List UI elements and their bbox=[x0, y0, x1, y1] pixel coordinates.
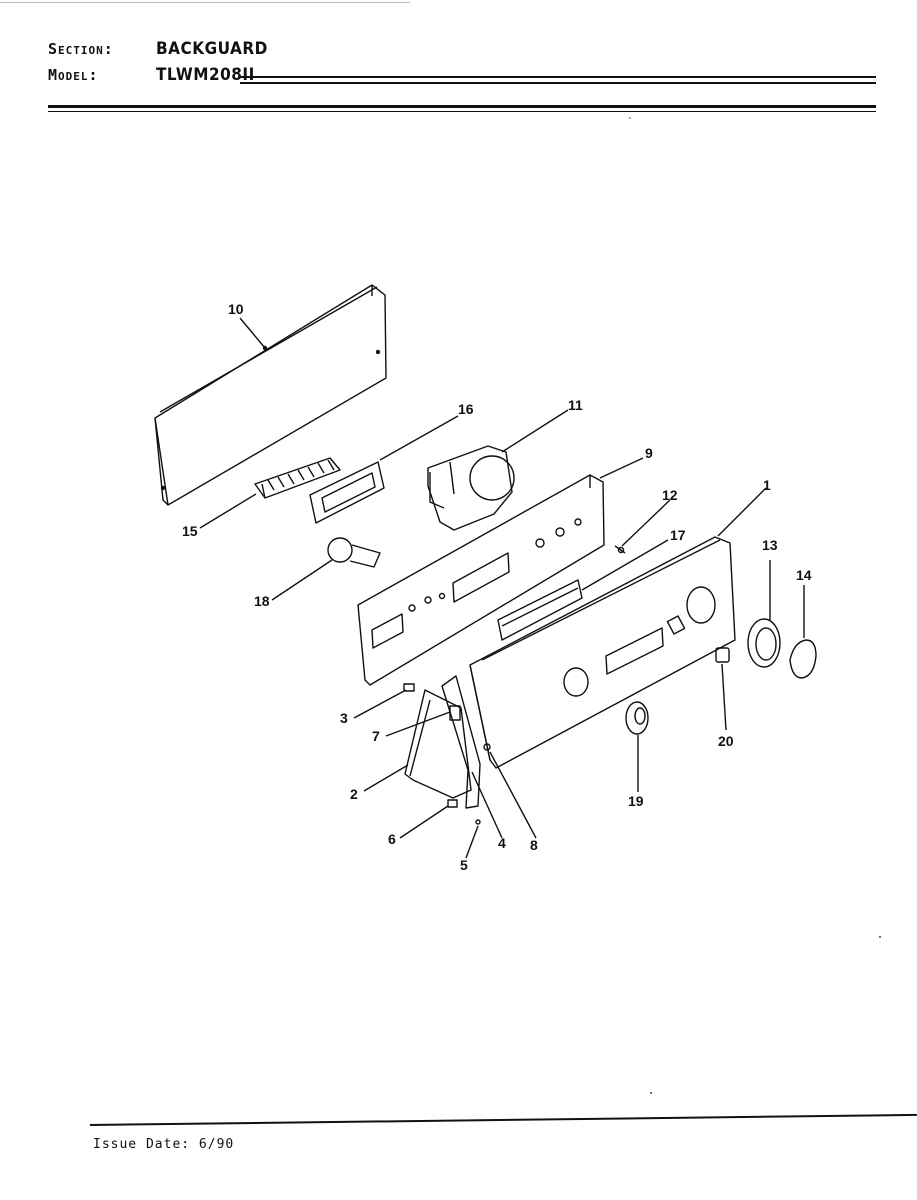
section-value: BACKGUARD bbox=[156, 39, 268, 59]
part-8-screw bbox=[483, 743, 491, 751]
part-10-rear-panel bbox=[154, 284, 387, 506]
part-3-clip bbox=[403, 683, 415, 692]
part-13-skirt bbox=[747, 618, 781, 668]
section-row: Section: BACKGUARD bbox=[48, 36, 268, 62]
section-label: Section: bbox=[48, 40, 114, 58]
callout-2: 2 bbox=[350, 786, 358, 802]
callout-15: 15 bbox=[182, 523, 198, 539]
part-6-clip bbox=[447, 799, 458, 808]
callout-11: 11 bbox=[568, 397, 583, 413]
callout-18: 18 bbox=[254, 593, 270, 609]
leader-lines bbox=[199, 317, 805, 859]
callout-13: 13 bbox=[762, 537, 778, 553]
document-header: Section: BACKGUARD Model: TLWM208II bbox=[48, 36, 268, 88]
model-label: Model: bbox=[48, 66, 99, 84]
callout-10: 10 bbox=[228, 301, 244, 317]
scan-speck bbox=[629, 117, 631, 119]
callout-8: 8 bbox=[530, 837, 538, 853]
issue-date: Issue Date: 6/90 bbox=[93, 1137, 235, 1152]
top-faint-rule bbox=[0, 2, 410, 3]
header-rule-long-1 bbox=[48, 105, 876, 108]
part-15-terminal-block bbox=[254, 457, 341, 499]
callout-1: 1 bbox=[763, 477, 771, 493]
callout-12: 12 bbox=[662, 487, 678, 503]
part-11-timer bbox=[427, 445, 515, 531]
callout-6: 6 bbox=[388, 831, 396, 847]
callout-4: 4 bbox=[498, 835, 506, 851]
callout-17: 17 bbox=[670, 527, 686, 543]
callout-7: 7 bbox=[372, 728, 380, 744]
part-17-window bbox=[497, 579, 583, 641]
scan-speck bbox=[879, 936, 881, 938]
part-12-screw bbox=[614, 545, 626, 554]
part-19-knob bbox=[625, 701, 649, 735]
model-row: Model: TLWM208II bbox=[48, 62, 268, 88]
part-1-console bbox=[469, 536, 736, 769]
header-rule-short-1 bbox=[240, 76, 876, 78]
part-4-trim bbox=[441, 675, 481, 809]
callout-16: 16 bbox=[458, 401, 474, 417]
callout-19: 19 bbox=[628, 793, 644, 809]
part-14-knob bbox=[789, 639, 817, 679]
part-16-bracket bbox=[309, 461, 385, 524]
header-rule-short-2 bbox=[240, 82, 876, 84]
part-5-screw bbox=[475, 819, 481, 825]
part-9-mounting-plate bbox=[357, 474, 605, 686]
callout-14: 14 bbox=[796, 567, 812, 583]
part-18-switch bbox=[327, 537, 381, 568]
part-20-button bbox=[715, 647, 730, 663]
callout-3: 3 bbox=[340, 710, 348, 726]
header-rule-long-2 bbox=[48, 111, 876, 112]
part-2-end-cap bbox=[404, 689, 472, 799]
callout-20: 20 bbox=[718, 733, 734, 749]
model-value: TLWM208II bbox=[156, 65, 255, 85]
callout-5: 5 bbox=[460, 857, 468, 873]
scan-speck bbox=[650, 1092, 652, 1094]
callout-9: 9 bbox=[645, 445, 653, 461]
